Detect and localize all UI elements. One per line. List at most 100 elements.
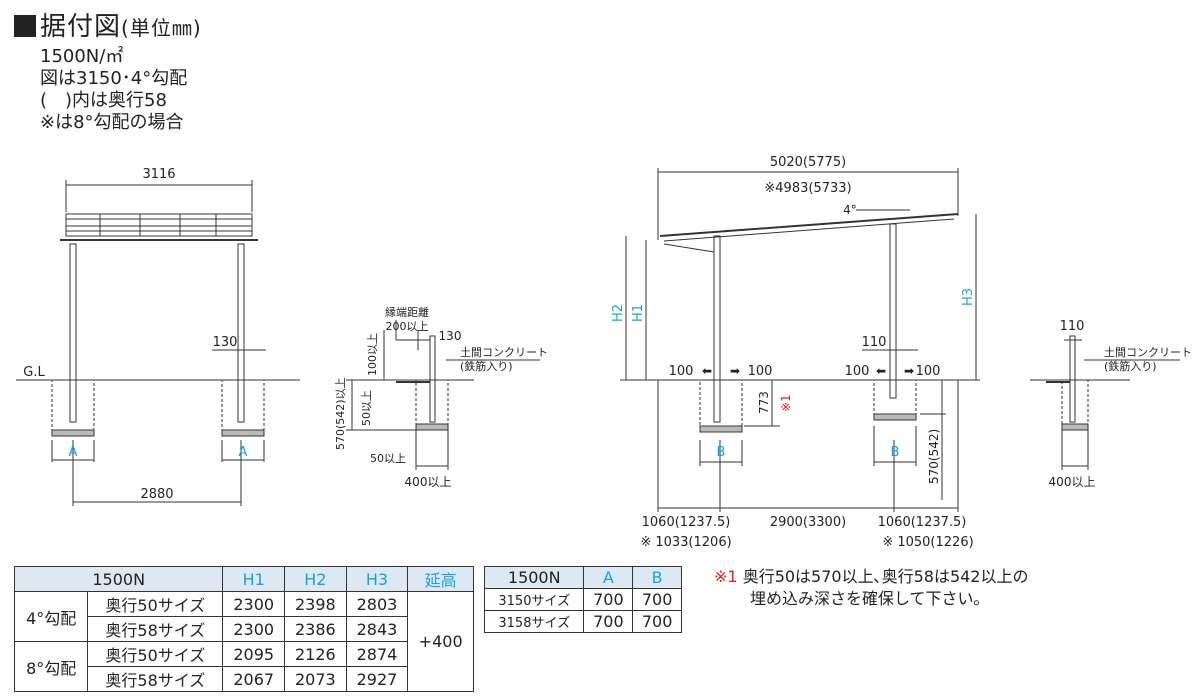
size-cell: 3150サイズ: [483, 588, 585, 611]
table-row: 3158サイズ 700 700: [483, 610, 682, 633]
side-view: [620, 168, 980, 512]
installation-drawing: 3116 130 G.L A A 2880 縁端距離 200以上 130 土間コ…: [16, 155, 1192, 550]
h3-cell: 2803: [345, 591, 409, 617]
h3-label: H3: [961, 288, 976, 306]
side-dim-110-label: 110: [862, 335, 887, 350]
left-100b-label: 100: [748, 364, 773, 379]
h3-cell: 2927: [345, 666, 409, 692]
square-bullet-icon: [14, 15, 36, 37]
table-row: 8°勾配 奥行50サイズ 2095 2126 2874: [13, 641, 474, 692]
right-100b-label: 100: [916, 364, 941, 379]
bottom-right-label: 1060(1237.5): [878, 515, 967, 530]
note-line: 図は3150･4°勾配: [40, 68, 188, 89]
bottom-left-label: 1060(1237.5): [642, 515, 731, 530]
slope-cell: 8°勾配: [13, 641, 89, 692]
h1-cell: 2300: [222, 591, 286, 617]
table-row: 3150サイズ 700 700: [483, 588, 682, 611]
side-length-alt-label: ※4983(5733): [764, 181, 851, 196]
extension-cell: +400: [407, 591, 474, 692]
col-header-b: B: [632, 566, 682, 589]
col-header-h2: H2: [284, 566, 347, 592]
slope-cell: 4°勾配: [13, 591, 89, 642]
table-row: 奥行58サイズ 2067 2073 2927: [15, 666, 474, 692]
footnote: ※1 奥行50は570以上､奥行58は542以上の 埋め込み深さを確保して下さい…: [714, 566, 1029, 610]
h2-label: H2: [611, 304, 626, 322]
front-post-right: [237, 243, 245, 423]
note-line: ※は8°勾配の場合: [40, 112, 184, 133]
ground-level-label: G.L: [23, 365, 45, 380]
footnote-line-2: 埋め込み深さを確保して下さい｡: [750, 589, 982, 608]
depth-773-label: 773: [757, 391, 771, 414]
side-post-rear: [889, 223, 897, 399]
h2-cell: 2398: [284, 591, 347, 617]
size-cell: 3158サイズ: [483, 610, 585, 633]
width-label: 3116: [142, 167, 175, 182]
note-line: ( )内は奥行58: [40, 90, 167, 111]
concrete-label: 土間コンクリート: [460, 346, 548, 359]
bottom-left-alt-label: ※ 1033(1206): [640, 535, 731, 550]
footnote-mark: ※1: [714, 567, 738, 586]
size-cell: 奥行58サイズ: [87, 616, 224, 642]
front-post-left: [69, 243, 77, 423]
b-cell: 700: [632, 610, 682, 633]
foundation-detail-right: [1030, 335, 1180, 470]
bottom-mid-label: 2900(3300): [770, 515, 846, 530]
dim-50-top-label: 50以上: [360, 390, 373, 426]
height-spec-table: 1500N H1 H2 H3 延高 4°勾配 奥行50サイズ 2300 2398…: [13, 566, 474, 692]
arrow-right-icon: ➡: [904, 364, 914, 378]
arrow-left-icon: ⬅: [702, 364, 712, 378]
bottom-right-alt-label: ※ 1050(1226): [882, 535, 973, 550]
size-cell: 奥行58サイズ: [87, 666, 224, 692]
arrow-left-icon: ⬅: [876, 364, 886, 378]
width-400-label: 400以上: [405, 475, 452, 489]
h2-cell: 2073: [284, 666, 347, 692]
spec-notes: 1500N/㎡ 図は3150･4°勾配 ( )内は奥行58 ※は8°勾配の場合: [40, 46, 187, 134]
depth-570-label: 570(542): [927, 429, 941, 484]
a-cell: 700: [583, 610, 634, 633]
col-header-h3: H3: [345, 566, 409, 592]
right-rebar-label: (鉄筋入り): [1104, 359, 1157, 373]
footnote-line-1: 奥行50は570以上､奥行58は542以上の: [742, 567, 1029, 586]
front-view: [16, 180, 300, 506]
a-cell: 700: [583, 588, 634, 611]
col-header-extension: 延高: [407, 566, 474, 592]
h1-label: H1: [631, 304, 646, 322]
h1-cell: 2095: [222, 641, 286, 667]
foundation-detail-left: [346, 320, 540, 470]
dim-b-left: B: [717, 445, 726, 460]
col-header-h1: H1: [222, 566, 286, 592]
col-header-load: 1500N: [483, 566, 585, 589]
foundation-left: [51, 379, 95, 435]
foundation-size-table: 1500N A B 3150サイズ 700 700 3158サイズ 700 70…: [483, 566, 682, 633]
h1-cell: 2067: [222, 666, 286, 692]
h1-cell: 2300: [222, 616, 286, 642]
header-title: 据付図: [40, 12, 122, 42]
h2-cell: 2126: [284, 641, 347, 667]
table-header-row: 1500N H1 H2 H3 延高: [13, 566, 474, 592]
table-header-row: 1500N A B: [483, 566, 682, 589]
size-cell: 奥行50サイズ: [87, 641, 224, 667]
note-mark-1: ※1: [779, 394, 793, 412]
side-length-label: 5020(5775): [770, 155, 846, 170]
right-100a-label: 100: [845, 364, 870, 379]
h3-cell: 2874: [345, 641, 409, 667]
note-line: 1500N/㎡: [40, 46, 124, 67]
dim-130-label: 130: [439, 329, 462, 343]
dim-b-right: B: [891, 445, 900, 460]
header-unit: (単位㎜): [121, 16, 202, 40]
side-post-front: [713, 235, 721, 423]
roof-panel: [65, 213, 253, 237]
depth-label: 570(542)以上: [334, 377, 347, 450]
h2-cell: 2386: [284, 616, 347, 642]
span-label: 2880: [140, 487, 173, 502]
edge-min-label: 200以上: [386, 320, 429, 333]
post-offset-label: 130: [213, 335, 238, 350]
dim-50-bottom-label: 50以上: [370, 452, 406, 465]
edge-distance-label: 縁端距離: [385, 305, 429, 319]
header: 据付図(単位㎜): [14, 6, 202, 43]
dim-100-label: 100以上: [366, 333, 379, 376]
table-row: 4°勾配 奥行50サイズ 2300 2398 2803 +400: [13, 591, 474, 692]
arrow-right-icon: ➡: [730, 364, 740, 378]
foundation-right: [221, 379, 265, 435]
col-header-a: A: [583, 566, 634, 589]
